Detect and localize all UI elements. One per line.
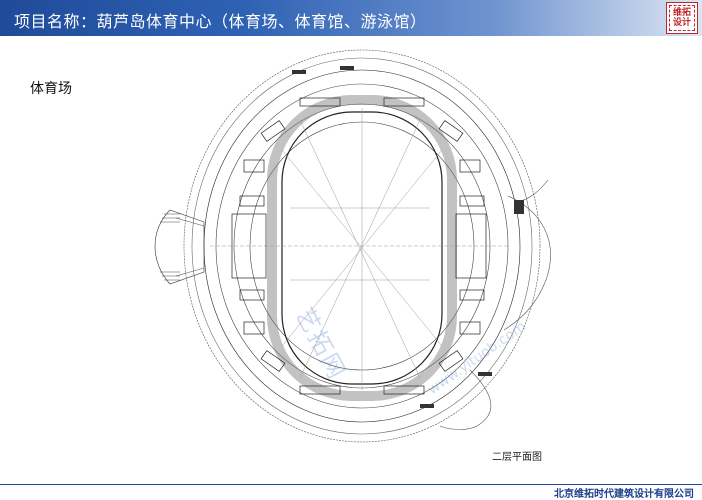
perimeter-stairs [292, 66, 524, 408]
logo-text: 维拓 设计 [672, 8, 691, 28]
east-bridge [503, 195, 551, 331]
southeast-ramp [439, 369, 492, 430]
perimeter-rooms [231, 97, 487, 395]
outer-dimension-ring [183, 49, 541, 443]
footer-company-name: 北京维拓时代建筑设计有限公司 [554, 489, 694, 500]
header-bar: 项目名称：葫芦岛体育中心（体育场、体育馆、游泳馆） 维拓 设计 [0, 0, 702, 36]
outer-dimension-ring-2 [191, 57, 533, 435]
stadium-floor-plan [154, 49, 551, 443]
company-logo: 维拓 设计 [666, 2, 698, 34]
drawing-caption: 二层平面图 [492, 452, 542, 463]
section-title: 体育场 [30, 81, 72, 97]
project-title: 项目名称：葫芦岛体育中心（体育场、体育馆、游泳馆） [14, 12, 427, 31]
seating-bowl [267, 95, 457, 401]
west-entrance [154, 209, 205, 285]
footer-divider [0, 484, 702, 485]
logo-border [669, 5, 695, 31]
